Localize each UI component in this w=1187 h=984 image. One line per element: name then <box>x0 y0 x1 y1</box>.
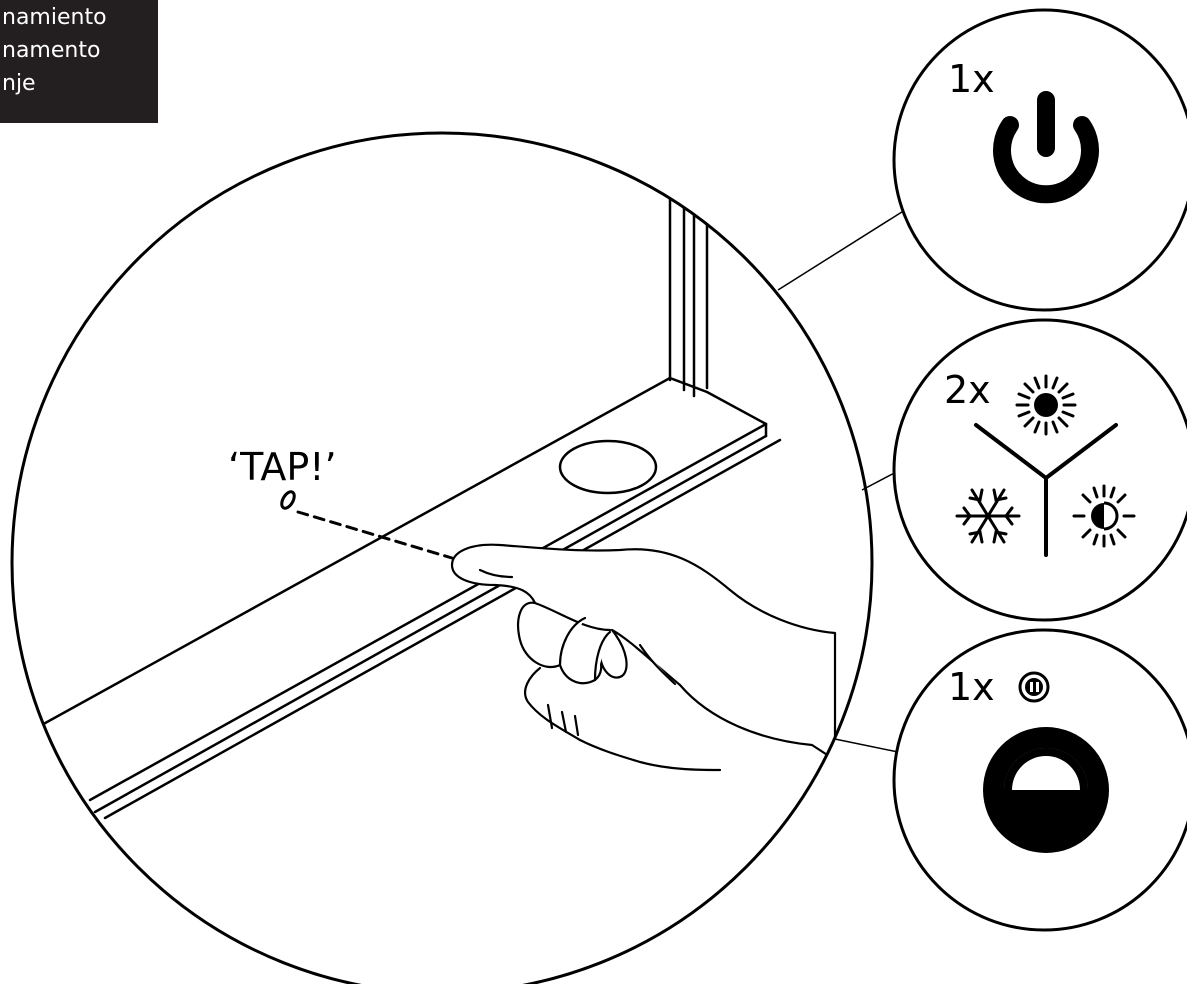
main-detail-circle: ‘TAP!’ <box>10 131 874 984</box>
pause-icon <box>1018 671 1050 703</box>
vertical-profile <box>668 188 709 398</box>
hand <box>450 543 837 772</box>
panel-dimmer-count: 1x <box>948 665 995 709</box>
language-label-line-2: namento <box>2 38 101 63</box>
worktop-edge <box>12 376 782 820</box>
panel-power: 1x <box>892 8 1187 312</box>
half-sun-icon <box>1072 484 1136 548</box>
mode-cycle-icon <box>974 423 1118 557</box>
panel-power-count: 1x <box>948 57 995 101</box>
dimmer-icon <box>983 727 1109 853</box>
touch-sensor <box>558 439 658 495</box>
language-label-line-3: nje <box>2 71 36 96</box>
sun-icon <box>1015 374 1077 436</box>
panel-modes-count: 2x <box>944 368 991 412</box>
tap-point <box>280 490 296 510</box>
language-label-line-1: namiento <box>2 5 107 30</box>
snowflake-icon <box>955 488 1021 544</box>
panel-dimmer: 1x <box>892 628 1187 932</box>
panel-modes: 2x <box>892 318 1187 622</box>
tap-dashed-line <box>296 510 454 560</box>
language-label-box: namiento namento nje <box>0 0 158 123</box>
tap-label: ‘TAP!’ <box>228 445 337 489</box>
power-icon <box>993 91 1099 204</box>
